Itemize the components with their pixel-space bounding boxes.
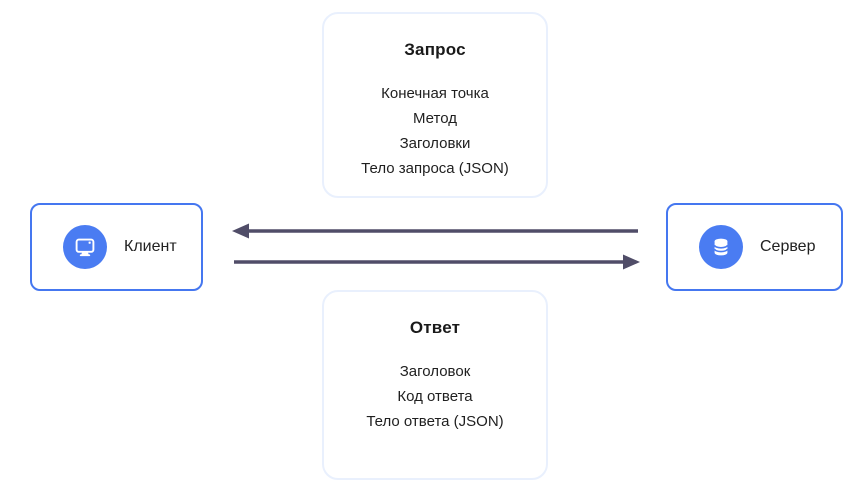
monitor-icon [63, 225, 107, 269]
response-card-title: Ответ [409, 318, 461, 337]
client-node: Клиент [30, 203, 203, 291]
arrow-to-client [232, 223, 638, 239]
response-card-items: Заголовок Код ответа Тело ответа (JSON) [324, 359, 546, 434]
arrow-to-server [234, 254, 640, 270]
response-item-code: Код ответа [397, 388, 473, 405]
server-node-label: Сервер [760, 238, 816, 255]
request-card: Запрос Конечная точка Метод Заголовки Те… [322, 12, 548, 198]
client-node-label: Клиент [124, 238, 177, 255]
response-item-header: Заголовок [399, 363, 471, 380]
database-icon [699, 225, 743, 269]
request-card-items: Конечная точка Метод Заголовки Тело запр… [324, 81, 546, 181]
request-item-headers: Заголовки [399, 135, 471, 152]
response-item-body: Тело ответа (JSON) [366, 413, 504, 430]
response-card: Ответ Заголовок Код ответа Тело ответа (… [322, 290, 548, 480]
request-card-title: Запрос [404, 40, 466, 59]
request-response-arrows [232, 223, 640, 270]
server-node: Сервер [666, 203, 843, 291]
request-item-endpoint: Конечная точка [381, 85, 489, 102]
request-item-body: Тело запроса (JSON) [361, 160, 509, 177]
request-item-method: Метод [413, 110, 457, 127]
